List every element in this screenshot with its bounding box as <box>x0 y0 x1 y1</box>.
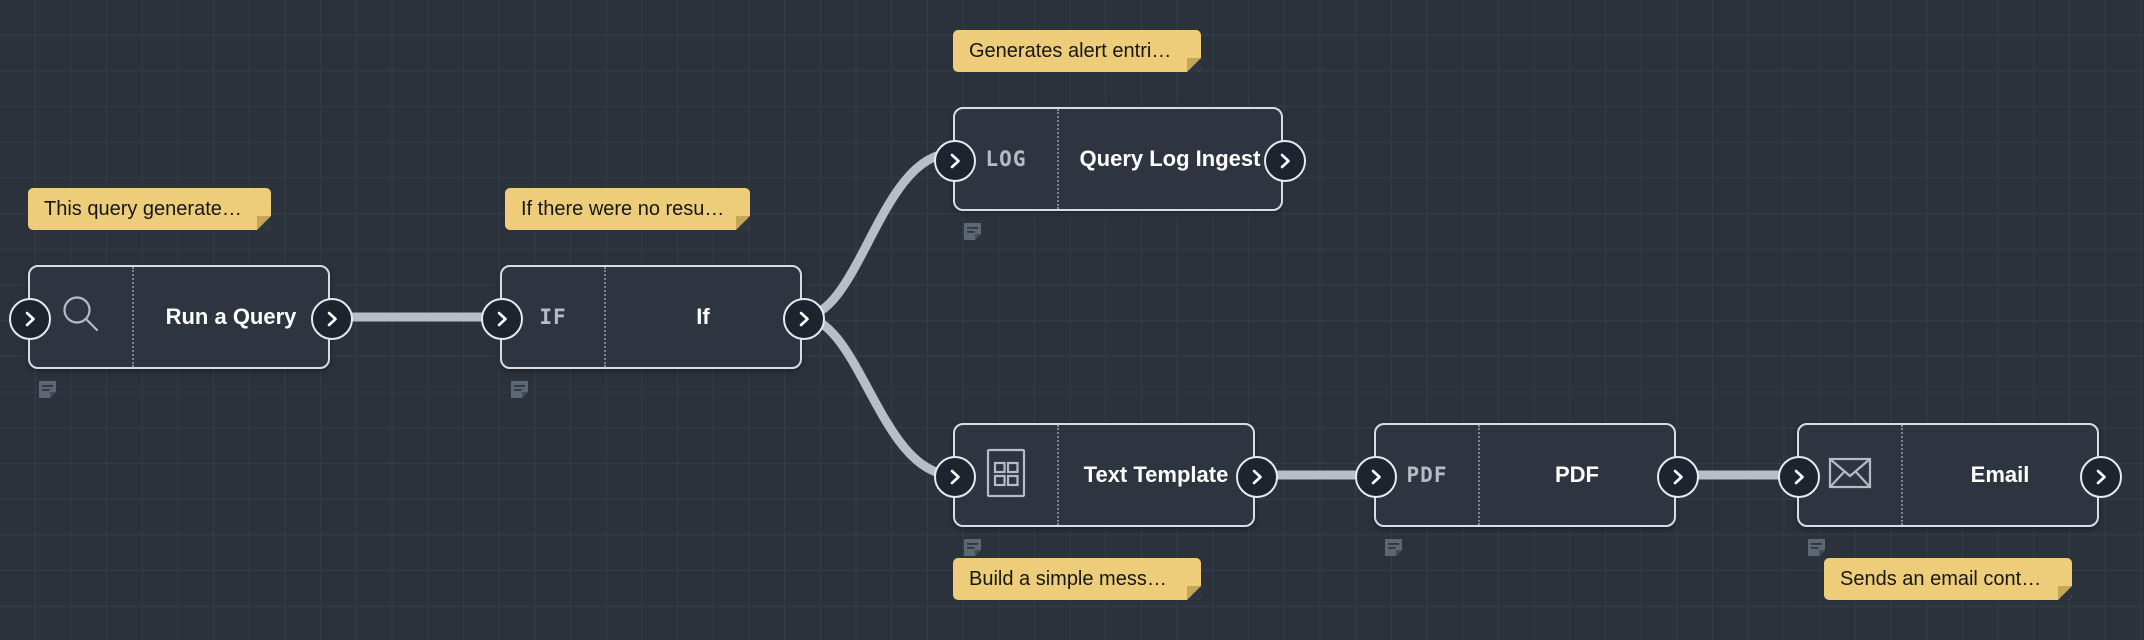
log-text-icon: LOG <box>985 147 1027 171</box>
sticky-note-text: This query generate… <box>44 197 242 220</box>
input-port-email[interactable] <box>1778 456 1820 498</box>
node-label-query-log-ingest: Query Log Ingest <box>1079 146 1261 171</box>
sticky-note-note-email[interactable]: Sends an email cont… <box>1824 558 2072 600</box>
node-icon-text-template <box>955 425 1059 525</box>
sticky-note-note-run-a-query[interactable]: This query generate… <box>28 188 271 230</box>
edge-if-to-text-template <box>797 312 958 480</box>
envelope-icon <box>1828 456 1872 495</box>
node-query-log-ingest[interactable]: LOG Query Log Ingest <box>953 107 1283 211</box>
sticky-note-note-text-template[interactable]: Build a simple mess… <box>953 558 1201 600</box>
node-icon-query-log-ingest: LOG <box>955 109 1059 209</box>
node-icon-run-a-query <box>30 267 134 367</box>
sticky-note-note-query-log[interactable]: Generates alert entri… <box>953 30 1201 72</box>
node-text-template[interactable]: Text Template <box>953 423 1255 527</box>
node-note-icon[interactable] <box>510 380 529 399</box>
output-port-text-template[interactable] <box>1236 456 1278 498</box>
sticky-note-note-if[interactable]: If there were no resu… <box>505 188 750 230</box>
node-email[interactable]: Email <box>1797 423 2099 527</box>
node-icon-email <box>1799 425 1903 525</box>
node-note-icon[interactable] <box>1807 538 1826 557</box>
node-note-icon[interactable] <box>38 380 57 399</box>
node-note-icon[interactable] <box>1384 538 1403 557</box>
output-port-query-log-ingest[interactable] <box>1264 140 1306 182</box>
node-label-if: If <box>696 304 710 329</box>
pdf-text-icon: PDF <box>1406 463 1448 487</box>
input-port-query-log-ingest[interactable] <box>934 140 976 182</box>
if-text-icon: IF <box>539 305 567 329</box>
output-port-pdf[interactable] <box>1657 456 1699 498</box>
node-run-a-query[interactable]: Run a Query <box>28 265 330 369</box>
node-icon-pdf: PDF <box>1376 425 1480 525</box>
node-pdf[interactable]: PDF PDF <box>1374 423 1676 527</box>
output-port-if[interactable] <box>783 298 825 340</box>
sticky-note-text: If there were no resu… <box>521 197 725 220</box>
template-grid-icon <box>985 447 1027 504</box>
input-port-text-template[interactable] <box>934 456 976 498</box>
node-if[interactable]: IF If <box>500 265 802 369</box>
sticky-note-text: Sends an email cont… <box>1840 567 2042 590</box>
node-note-icon[interactable] <box>963 538 982 557</box>
node-icon-if: IF <box>502 267 606 367</box>
input-port-if[interactable] <box>481 298 523 340</box>
output-port-run-a-query[interactable] <box>311 298 353 340</box>
input-port-pdf[interactable] <box>1355 456 1397 498</box>
node-label-pdf: PDF <box>1555 462 1599 487</box>
output-port-email[interactable] <box>2080 456 2122 498</box>
node-label-email: Email <box>1970 462 2030 487</box>
input-port-run-a-query[interactable] <box>9 298 51 340</box>
sticky-note-text: Build a simple mess… <box>969 567 1167 590</box>
node-label-text-template: Text Template <box>1083 462 1229 487</box>
edge-if-to-log <box>797 148 958 322</box>
magnifier-icon <box>58 292 104 343</box>
node-note-icon[interactable] <box>963 222 982 241</box>
sticky-note-text: Generates alert entri… <box>969 39 1172 62</box>
node-label-run-a-query: Run a Query <box>165 304 297 329</box>
